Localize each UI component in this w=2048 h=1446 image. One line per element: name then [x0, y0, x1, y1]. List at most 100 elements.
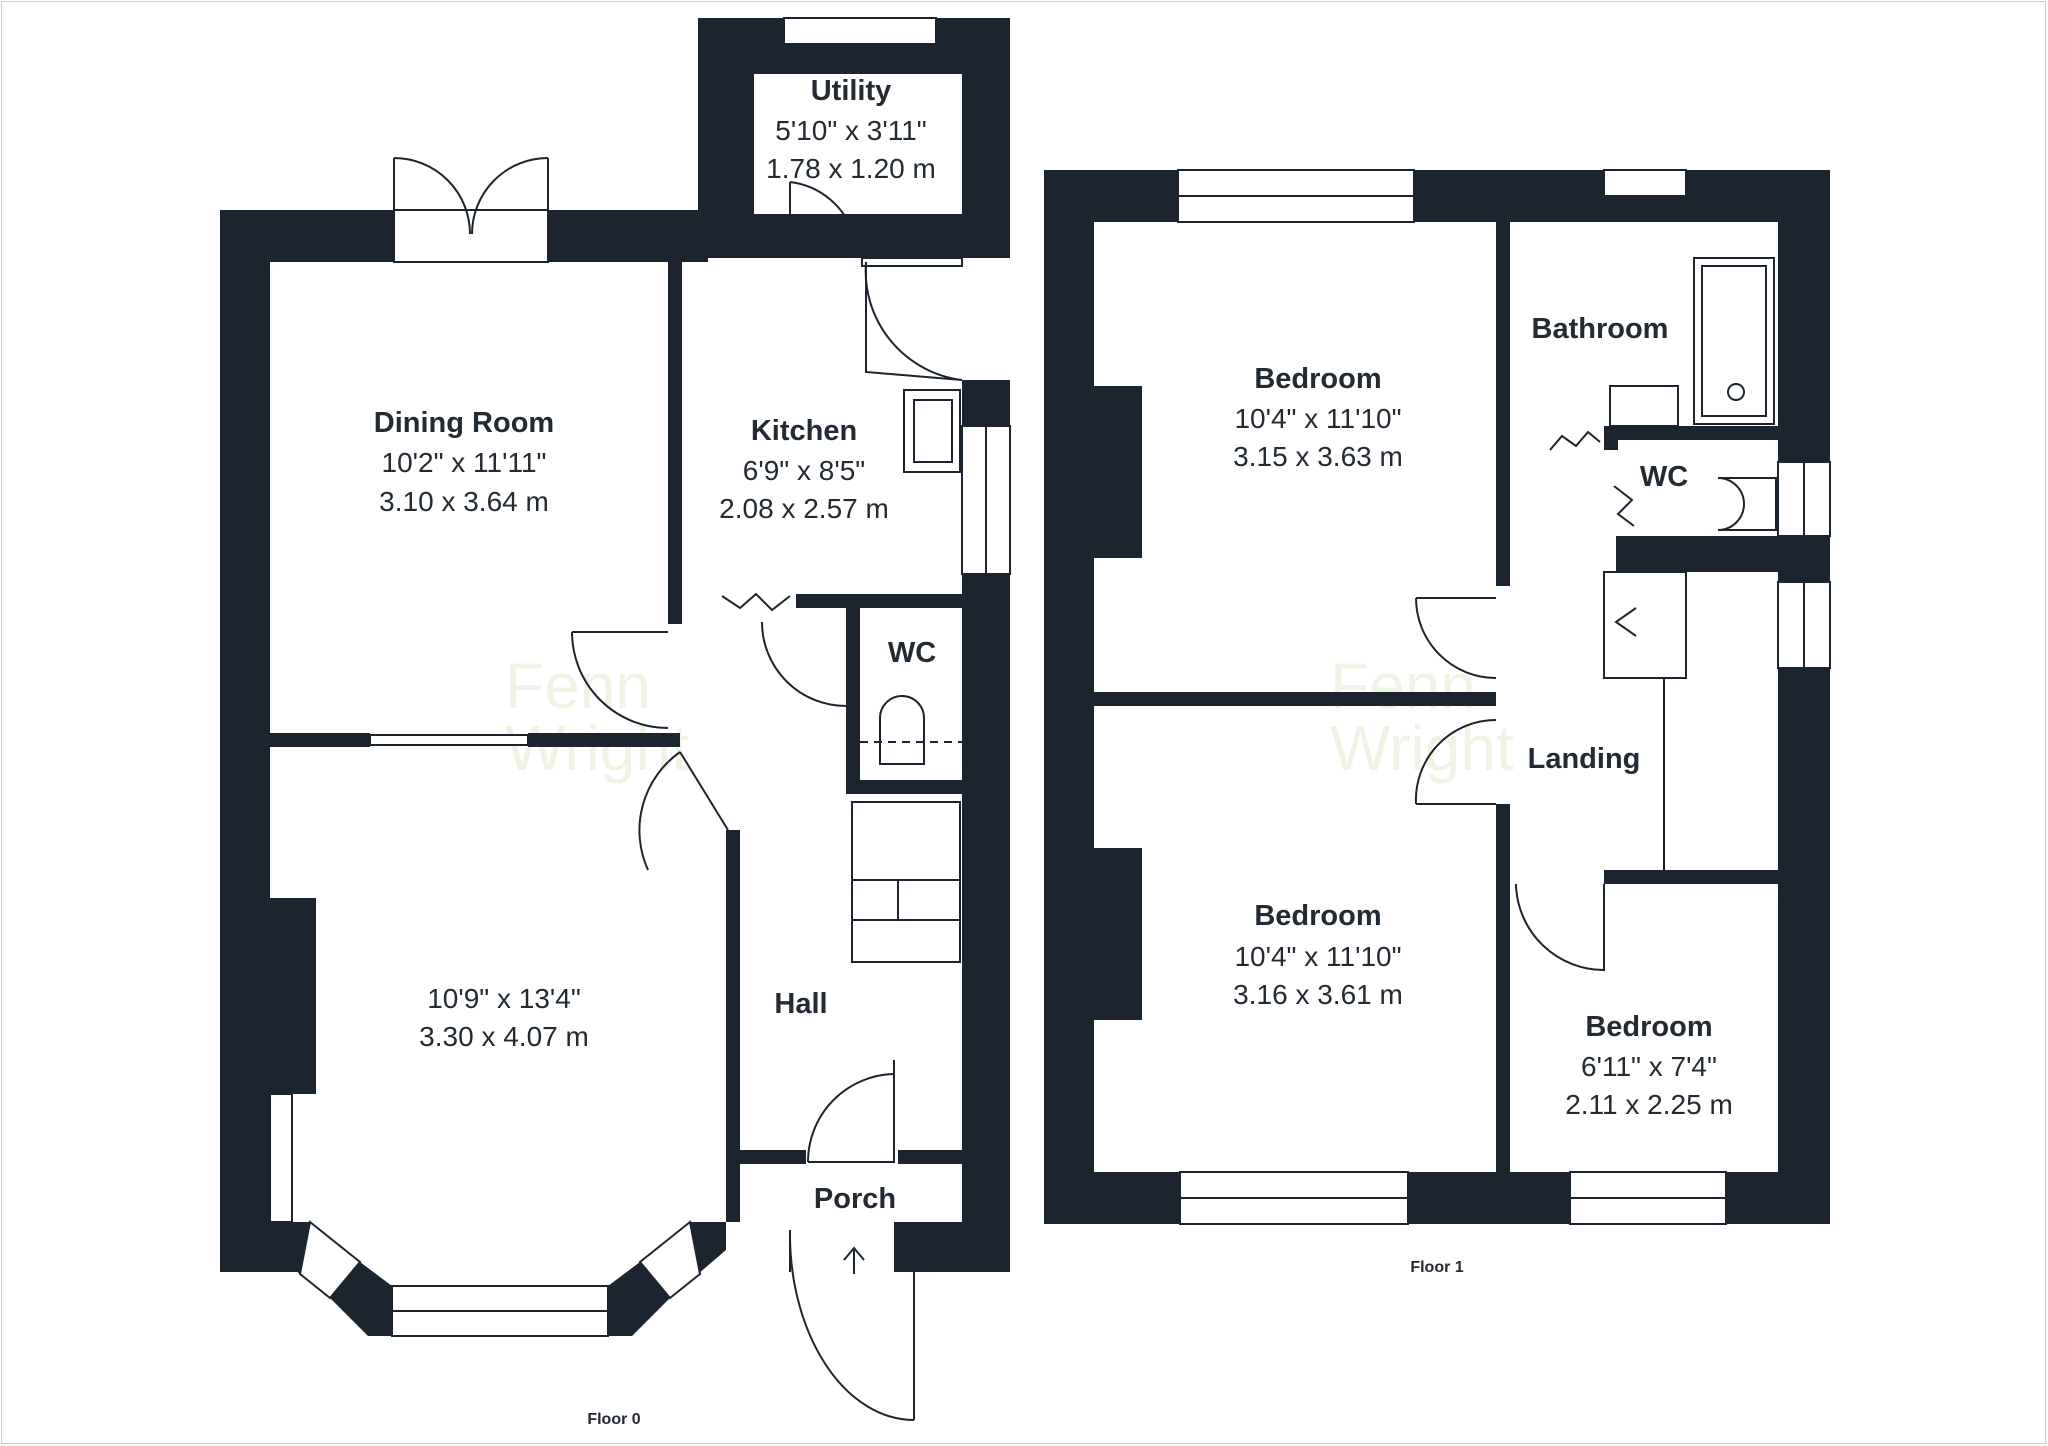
- wall: [1616, 536, 1778, 572]
- stairs-arrow-icon: [1614, 607, 1637, 637]
- french-door-frame: [393, 209, 549, 263]
- door-swing-icon: [789, 181, 855, 258]
- floor-1-walls: [1044, 170, 1830, 1224]
- watermark-line1: Fenn: [1330, 650, 1476, 722]
- bath-icon: [1693, 257, 1775, 425]
- wall: [220, 210, 394, 262]
- floor-0-fixtures: [851, 389, 962, 963]
- stairs-icon: [851, 801, 961, 963]
- wall: [846, 780, 962, 794]
- room-dims-metric: 3.15 x 3.63 m: [1233, 441, 1403, 472]
- room-dims-imperial: 6'11" x 7'4": [1581, 1051, 1717, 1082]
- floor-1-fixtures: [1603, 257, 1777, 870]
- room-name-bedroom: Bedroom: [1585, 1011, 1712, 1043]
- floor-0-doors: [393, 157, 963, 1421]
- room-dims-imperial: 5'10" x 3'11": [775, 115, 926, 146]
- chimney-breast: [270, 898, 316, 1094]
- room-dims-imperial: 10'9" x 13'4": [427, 983, 581, 1014]
- room-name-bedroom: Bedroom: [1254, 900, 1381, 932]
- room-dims-metric: 3.16 x 3.61 m: [1233, 979, 1403, 1010]
- wall: [1604, 426, 1618, 450]
- room-dims-metric: 1.78 x 1.20 m: [766, 153, 936, 184]
- room-name-kitchen: Kitchen: [751, 415, 857, 447]
- wall: [1044, 170, 1830, 222]
- wall: [1044, 170, 1094, 1224]
- window: [861, 257, 963, 267]
- internal-window: [369, 734, 529, 746]
- wall: [914, 1222, 1010, 1272]
- wall: [1604, 426, 1778, 440]
- door-swing-icon: [393, 157, 471, 262]
- wall: [1094, 692, 1496, 706]
- room-dims-imperial: 10'4" x 11'10": [1234, 941, 1401, 972]
- door-swing-icon: [864, 261, 963, 381]
- floor-0-windows: [269, 17, 1011, 1223]
- floor-label: Floor 1: [1410, 1259, 1463, 1276]
- floor-1-windows: [1177, 169, 1831, 1225]
- wall: [668, 262, 682, 624]
- room-name-wc: WC: [888, 637, 936, 669]
- toilet-icon: [879, 695, 925, 765]
- room-dims-metric: 2.11 x 2.25 m: [1565, 1089, 1733, 1120]
- room-dims-imperial: 10'2" x 11'11": [382, 447, 547, 478]
- wall: [962, 380, 1010, 426]
- toilet-icon: [1717, 477, 1777, 531]
- floor-label: Floor 0: [587, 1411, 640, 1428]
- bay-window-side: [298, 1220, 362, 1300]
- wall: [270, 733, 370, 747]
- room-name-landing: Landing: [1528, 743, 1641, 775]
- wall: [726, 830, 740, 1222]
- room-name-bathroom: Bathroom: [1532, 313, 1669, 345]
- wall: [1778, 170, 1830, 1224]
- wall: [846, 594, 860, 794]
- watermark-line1: Fenn: [505, 650, 651, 722]
- wall: [528, 733, 680, 747]
- sink-icon: [913, 399, 953, 463]
- wall: [740, 1150, 806, 1164]
- wall: [894, 1222, 914, 1272]
- bifold-door-icon: [1613, 485, 1635, 527]
- room-dims-imperial: 6'9" x 8'5": [743, 455, 865, 486]
- sink-icon: [903, 389, 961, 473]
- door-swing-icon: [1515, 884, 1605, 972]
- room-name-porch: Porch: [814, 1183, 896, 1215]
- room-name-wc: WC: [1640, 461, 1688, 493]
- bath-plug-icon: [1727, 383, 1745, 401]
- window: [783, 17, 937, 45]
- door-swing-icon: [761, 621, 847, 707]
- room-name-hall: Hall: [774, 988, 827, 1020]
- wall: [1496, 804, 1510, 1172]
- watermark-line2: Wright: [1330, 712, 1514, 784]
- bath-icon: [1701, 265, 1767, 417]
- door-swing-icon: [571, 631, 669, 729]
- chimney-breast: [1094, 848, 1142, 1020]
- wall: [898, 1150, 962, 1164]
- wall: [796, 594, 962, 608]
- stairs-icon: [1603, 571, 1687, 679]
- wall: [548, 210, 708, 262]
- entrance-arrow-icon: [843, 1246, 865, 1274]
- room-name-utility: Utility: [811, 75, 892, 107]
- sink-icon: [1609, 385, 1679, 427]
- door-swing-icon: [807, 1060, 895, 1163]
- door-swing-icon: [788, 1229, 915, 1421]
- wall: [1604, 870, 1778, 884]
- floor-1-doors: [1414, 430, 1635, 972]
- wall: [1496, 222, 1510, 586]
- room-dims-metric: 3.30 x 4.07 m: [419, 1021, 589, 1052]
- door-swing-icon: [638, 751, 729, 871]
- room-dims-metric: 2.08 x 2.57 m: [719, 493, 889, 524]
- floor-0-labels: Utility 5'10" x 3'11" 1.78 x 1.20 m Dini…: [374, 75, 936, 1428]
- stairs-icon: [852, 879, 960, 921]
- bifold-door-icon: [1549, 430, 1601, 451]
- room-dims-imperial: 10'4" x 11'10": [1234, 403, 1401, 434]
- watermark-line2: Wright: [505, 712, 689, 784]
- window: [1603, 169, 1687, 197]
- door-swing-icon: [1415, 597, 1497, 679]
- window: [269, 1093, 293, 1223]
- chimney-breast: [1094, 386, 1142, 558]
- watermark-floor-1: Fenn Wright: [1330, 650, 1514, 784]
- watermark-floor-0: Fenn Wright: [505, 650, 689, 784]
- door-swing-icon: [471, 157, 549, 262]
